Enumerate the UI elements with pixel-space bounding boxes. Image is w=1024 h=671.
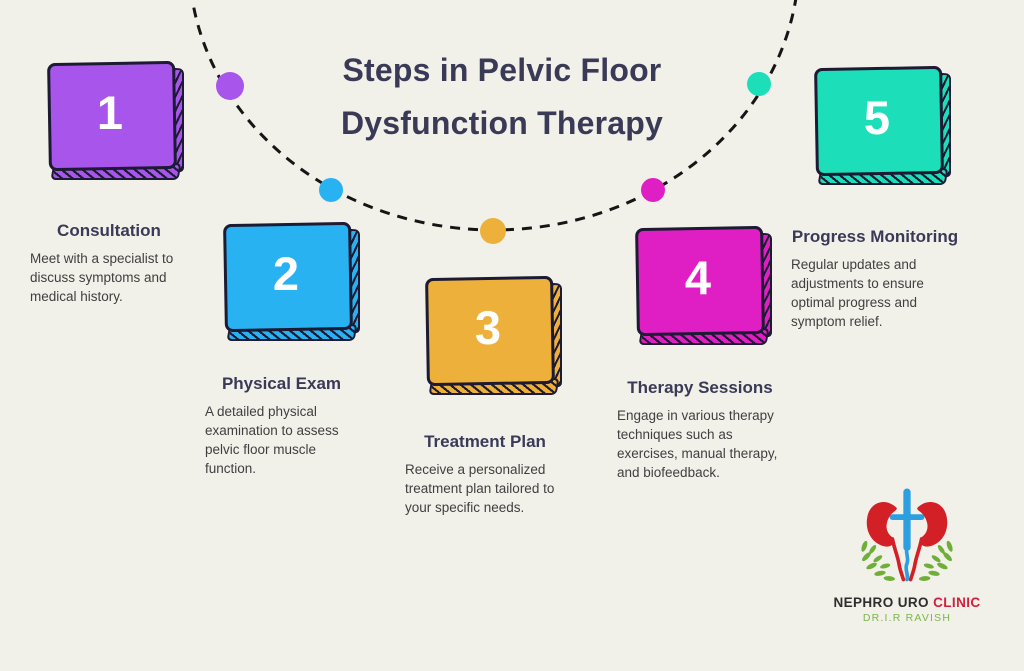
step-1-description: Meet with a specialist to discuss sympto…: [30, 251, 174, 304]
step-3-card: 3: [425, 275, 568, 399]
clinic-name: NEPHRO URO CLINIC: [832, 595, 982, 610]
logo-kidneys: [866, 502, 948, 547]
clinic-doctor-name: DR.I.R RAVISH: [862, 612, 952, 624]
kidney-logo-icon: [861, 488, 953, 582]
logo-cross: [889, 488, 925, 582]
step-4-card: 4: [635, 225, 778, 349]
step-1-number: 1: [96, 86, 124, 139]
step-1-text: Consultation Meet with a specialist to d…: [30, 221, 188, 307]
step-5-number: 5: [863, 91, 891, 144]
step-4-text: Therapy Sessions Engage in various thera…: [617, 378, 783, 483]
clinic-logo: NEPHRO URO CLINIC DR.I.R RAVISH: [832, 487, 982, 624]
laurel-leaves: [861, 540, 953, 581]
step-5-title: Progress Monitoring: [791, 227, 959, 246]
step-3-title: Treatment Plan: [424, 432, 546, 451]
step-3-text: Treatment Plan Receive a personalized tr…: [405, 432, 565, 518]
step-2-description: A detailed physical examination to asses…: [205, 404, 339, 476]
timeline-dot-5: [747, 72, 771, 96]
clinic-name-primary: NEPHRO URO: [833, 595, 929, 610]
step-3-description: Receive a personalized treatment plan ta…: [405, 462, 555, 515]
timeline-dot-3: [480, 218, 506, 244]
step-2-text: Physical Exam A detailed physical examin…: [205, 374, 358, 479]
step-1-card: 1: [47, 60, 190, 184]
step-2-title: Physical Exam: [221, 374, 342, 393]
step-4-description: Engage in various therapy techniques suc…: [617, 408, 778, 480]
step-1-title: Consultation: [57, 221, 161, 240]
step-2-number: 2: [272, 247, 300, 300]
step-5-description: Regular updates and adjustments to ensur…: [791, 257, 924, 329]
step-2-card: 2: [223, 221, 366, 345]
step-3-number: 3: [474, 301, 502, 354]
page-title: Steps in Pelvic Floor Dysfunction Therap…: [340, 52, 664, 141]
step-5-card: 5: [814, 65, 957, 189]
timeline-dot-4: [641, 178, 665, 202]
step-5-text: Progress Monitoring Regular updates and …: [791, 227, 959, 332]
step-4-number: 4: [684, 251, 712, 304]
timeline-dot-2: [319, 178, 343, 202]
timeline-dot-1: [216, 72, 244, 100]
step-4-title: Therapy Sessions: [627, 378, 773, 397]
logo-ureters: [890, 537, 924, 582]
clinic-name-accent: CLINIC: [933, 595, 981, 610]
